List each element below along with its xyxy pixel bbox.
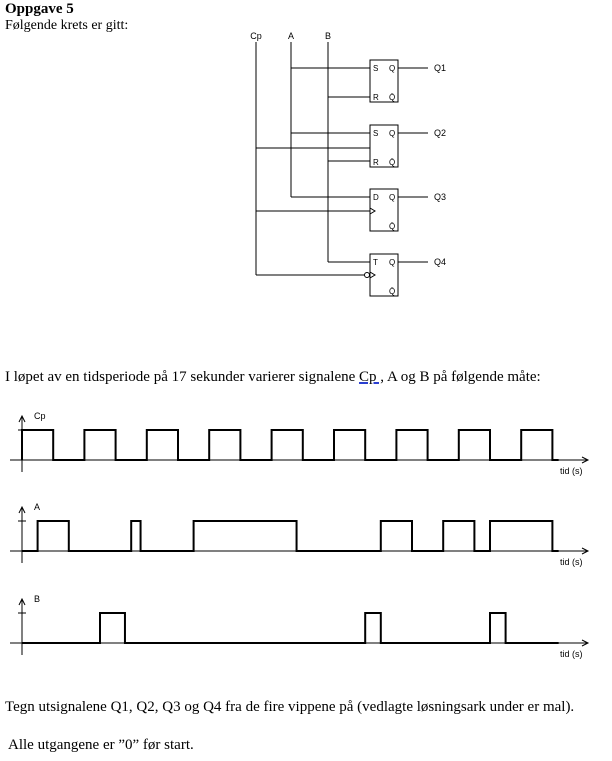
- y-axis: [18, 505, 26, 563]
- timing-row-cp: Cp tid (s): [10, 411, 590, 476]
- ff2-pin-s: S: [373, 129, 378, 138]
- ff4-pin-t: T: [373, 258, 378, 267]
- start-note: Alle utgangene er ”0” før start.: [8, 737, 194, 753]
- signal-label-b: B: [34, 594, 40, 604]
- signal-label-cp: Cp: [34, 411, 46, 421]
- output-label-q1: Q1: [434, 63, 446, 73]
- time-axis-label: tid (s): [560, 466, 583, 476]
- ff4-q-pin: Q: [389, 258, 395, 267]
- ff1-pin-s: S: [373, 64, 378, 73]
- input-label-cp: Cp: [250, 31, 262, 41]
- period-text-before: I løpet av en tidsperiode på 17 sekunder…: [5, 369, 360, 385]
- task-heading: Oppgave 5: [5, 1, 74, 17]
- ff1-qbar-pin: Q̄: [389, 93, 395, 102]
- ff2-qbar-pin: Q̄: [389, 158, 395, 167]
- ff2-q-pin: Q: [389, 129, 395, 138]
- period-description: I løpet av en tidsperiode på 17 sekunder…: [5, 369, 541, 386]
- time-axis-label: tid (s): [560, 557, 583, 567]
- waveform-b: [22, 612, 559, 644]
- ff3-pin-d: D: [373, 193, 379, 202]
- ff1-pin-r: R: [373, 93, 379, 102]
- y-axis: [18, 597, 26, 655]
- ff2-pin-r: R: [373, 158, 379, 167]
- input-label-b: B: [325, 31, 331, 41]
- cp-link[interactable]: Cp ,: [359, 369, 385, 385]
- output-label-q4: Q4: [434, 257, 446, 267]
- task-text: Tegn utsignalene Q1, Q2, Q3 og Q4 fra de…: [5, 699, 575, 715]
- waveform-a: [22, 520, 559, 552]
- signal-label-a: A: [34, 502, 40, 512]
- ff3-qbar-pin: Q̄: [389, 222, 395, 231]
- ff4-qbar-pin: Q̄: [389, 287, 395, 296]
- output-label-q3: Q3: [434, 192, 446, 202]
- period-text-after: A og B på følgende måte:: [384, 369, 541, 385]
- intro-text: Følgende krets er gitt:: [5, 18, 129, 33]
- ff3-q-pin: Q: [389, 193, 395, 202]
- output-label-q2: Q2: [434, 128, 446, 138]
- ff1-q-pin: Q: [389, 64, 395, 73]
- input-label-a: A: [288, 31, 294, 41]
- waveform-cp: [21, 429, 559, 461]
- time-axis-label: tid (s): [560, 649, 583, 659]
